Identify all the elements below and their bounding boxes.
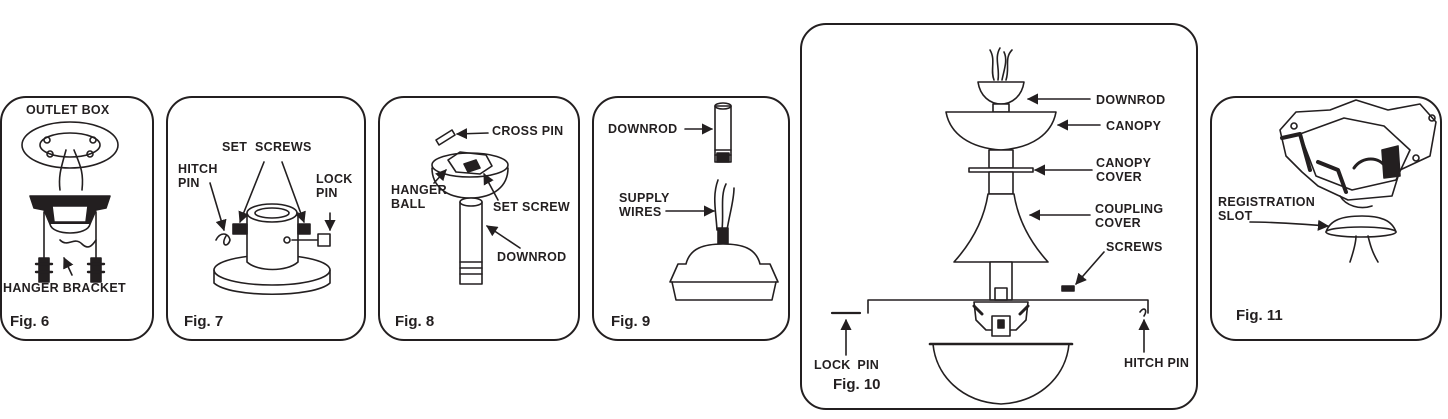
fig10-screws-label: SCREWS — [1106, 240, 1163, 254]
fig10-hitch-pin-label: HITCH PIN — [1124, 356, 1190, 370]
fig10-downrod-label: DOWNROD — [1096, 93, 1166, 107]
fig7-set-screws-label: SET SCREWS — [222, 140, 312, 154]
fig9-drawing — [665, 102, 779, 301]
fig10-coupling-cover-label: COUPLING COVER — [1095, 202, 1164, 230]
fig6-drawing — [21, 121, 119, 283]
fig6-caption: Fig. 6 — [10, 313, 50, 330]
fig8-hanger-ball-label: HANGER BALL — [391, 183, 447, 211]
fig8-set-screw-label: SET SCREW — [493, 200, 571, 214]
fig10-canopy-label: CANOPY — [1106, 119, 1162, 133]
fig9-supply-wires-label: SUPPLY WIRES — [619, 191, 670, 219]
fig10-drawing — [830, 47, 1150, 405]
fig11-drawing — [1249, 99, 1437, 263]
fig8-caption: Fig. 8 — [395, 313, 435, 330]
fig6-outlet-box-label: OUTLET BOX — [26, 103, 110, 117]
fig10-lock-pin-label: LOCK PIN — [814, 358, 880, 372]
fig10-caption: Fig. 10 — [833, 376, 881, 393]
fig7-lock-pin-label: LOCK PIN — [316, 172, 353, 200]
fig8-drawing — [431, 128, 521, 285]
fig7-hitch-pin-label: HITCH PIN — [178, 162, 218, 190]
fig11-caption: Fig. 11 — [1236, 307, 1283, 324]
fig6-hanger-bracket-label: HANGER BRACKET — [3, 281, 126, 295]
fig7-drawing — [209, 161, 336, 296]
fig8-cross-pin-label: CROSS PIN — [492, 124, 564, 138]
fig9-caption: Fig. 9 — [611, 313, 651, 330]
fig8-downrod-label: DOWNROD — [497, 250, 567, 264]
fig9-downrod-label: DOWNROD — [608, 122, 678, 136]
fig11-registration-slot-label: REGISTRATION SLOT — [1218, 195, 1316, 223]
fig10-canopy-cover-label: CANOPY COVER — [1096, 156, 1152, 184]
fig7-caption: Fig. 7 — [184, 313, 224, 330]
